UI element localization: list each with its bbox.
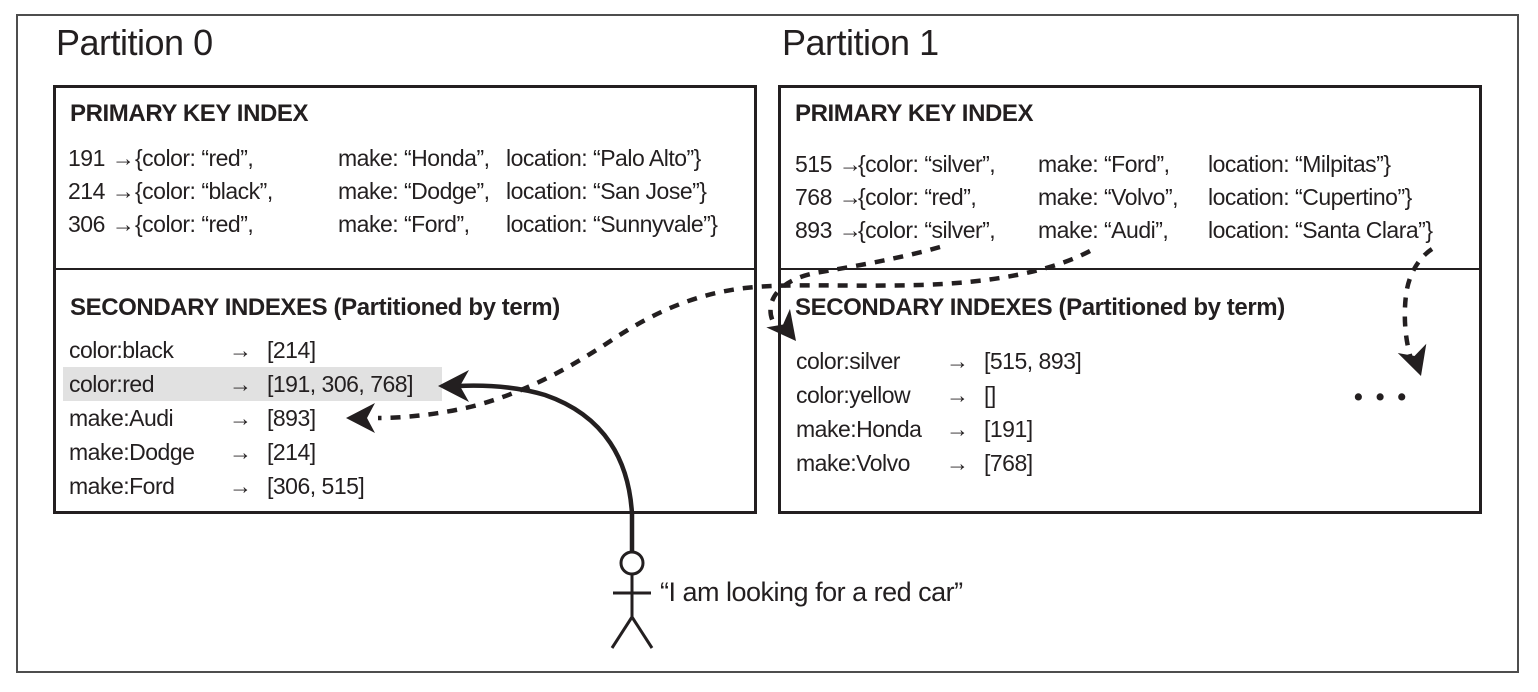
p0-secondary-index-title: SECONDARY INDEXES (Partitioned by term) <box>70 294 560 321</box>
maps-to-arrow: → <box>229 439 252 465</box>
table-row: make:Dodge → [214] <box>63 435 442 469</box>
maps-to-arrow: → <box>838 151 862 177</box>
maps-to-arrow: → <box>229 405 252 431</box>
si-postings: [515, 893] <box>984 348 1082 374</box>
si-postings: [768] <box>984 450 1033 476</box>
si-term: color:yellow <box>796 382 911 408</box>
pk-key: 306→ <box>68 208 135 241</box>
client-query-text: “I am looking for a red car” <box>660 577 963 607</box>
maps-to-arrow: → <box>946 382 969 408</box>
figure-frame <box>16 14 1519 673</box>
pk-key: 191→ <box>68 142 135 175</box>
pk-location-field: location: “Milpitas”} <box>1208 151 1391 177</box>
p1-primary-index-table: 515→ {color: “silver”, make: “Ford”, loc… <box>795 148 1475 247</box>
pk-location-field: location: “San Jose”} <box>506 178 707 204</box>
si-term: make:Volvo <box>796 450 910 476</box>
maps-to-arrow: → <box>111 211 135 237</box>
maps-to-arrow: → <box>111 178 135 204</box>
si-term: make:Audi <box>69 405 174 431</box>
table-row: 893→ {color: “silver”, make: “Audi”, loc… <box>795 214 1475 247</box>
section-divider <box>56 268 754 270</box>
table-row: 515→ {color: “silver”, make: “Ford”, loc… <box>795 148 1475 181</box>
si-term: color:black <box>69 337 174 363</box>
si-postings: [306, 515] <box>267 473 365 499</box>
key-value: 306 <box>68 211 105 237</box>
pk-make-field: make: “Ford”, <box>338 211 470 237</box>
pk-key: 214→ <box>68 175 135 208</box>
pk-key: 893→ <box>795 214 862 247</box>
table-row: 768→ {color: “red”, make: “Volvo”, locat… <box>795 181 1475 214</box>
maps-to-arrow: → <box>111 145 135 171</box>
p1-secondary-index-table: color:silver → [515, 893] color:yellow →… <box>790 344 1150 480</box>
other-partitions-ellipsis: • • • <box>1354 383 1410 411</box>
table-row: make:Volvo → [768] <box>790 446 1150 480</box>
si-term: color:silver <box>796 348 900 374</box>
table-row: 306→ {color: “red”, make: “Ford”, locati… <box>68 208 750 241</box>
pk-color-field: {color: “silver”, <box>858 151 996 177</box>
p1-primary-index-title: PRIMARY KEY INDEX <box>795 100 1034 127</box>
table-row: make:Honda → [191] <box>790 412 1150 446</box>
key-value: 214 <box>68 178 105 204</box>
si-term: make:Ford <box>69 473 175 499</box>
pk-color-field: {color: “silver”, <box>858 217 996 243</box>
pk-make-field: make: “Dodge”, <box>338 178 490 204</box>
key-value: 191 <box>68 145 105 171</box>
maps-to-arrow: → <box>946 416 969 442</box>
table-row: 214→ {color: “black”, make: “Dodge”, loc… <box>68 175 750 208</box>
key-value: 515 <box>795 151 832 177</box>
key-value: 768 <box>795 184 832 210</box>
table-row: make:Ford → [306, 515] <box>63 469 442 503</box>
pk-location-field: location: “Palo Alto”} <box>506 145 701 171</box>
si-term: make:Honda <box>796 416 922 442</box>
section-divider <box>781 268 1479 270</box>
maps-to-arrow: → <box>229 473 252 499</box>
table-row: color:silver → [515, 893] <box>790 344 1150 378</box>
si-postings: [214] <box>267 439 316 465</box>
table-row: color:black → [214] <box>63 333 442 367</box>
table-row: make:Audi → [893] <box>63 401 442 435</box>
partition-1-label: Partition 1 <box>782 22 939 63</box>
si-postings: [] <box>984 382 996 408</box>
pk-key: 768→ <box>795 181 862 214</box>
maps-to-arrow: → <box>946 450 969 476</box>
si-term: make:Dodge <box>69 439 195 465</box>
pk-make-field: make: “Audi”, <box>1038 217 1169 243</box>
partition-0-label: Partition 0 <box>56 22 213 63</box>
partition-0-box: PRIMARY KEY INDEX 191→ {color: “red”, ma… <box>53 85 757 514</box>
p1-secondary-index-title: SECONDARY INDEXES (Partitioned by term) <box>795 294 1285 321</box>
pk-location-field: location: “Cupertino”} <box>1208 184 1412 210</box>
maps-to-arrow: → <box>946 348 969 374</box>
pk-make-field: make: “Volvo”, <box>1038 184 1179 210</box>
maps-to-arrow: → <box>838 217 862 243</box>
maps-to-arrow: → <box>229 337 252 363</box>
si-term: color:red <box>69 371 154 397</box>
pk-make-field: make: “Ford”, <box>1038 151 1170 177</box>
p0-secondary-index-table: color:black → [214] color:red → [191, 30… <box>63 333 442 503</box>
si-postings: [214] <box>267 337 316 363</box>
partition-1-box: PRIMARY KEY INDEX 515→ {color: “silver”,… <box>778 85 1482 514</box>
pk-key: 515→ <box>795 148 862 181</box>
pk-color-field: {color: “red”, <box>135 145 254 171</box>
pk-make-field: make: “Honda”, <box>338 145 490 171</box>
pk-color-field: {color: “black”, <box>135 178 273 204</box>
key-value: 893 <box>795 217 832 243</box>
table-row: color:yellow → [] <box>790 378 1150 412</box>
maps-to-arrow: → <box>838 184 862 210</box>
si-postings: [893] <box>267 405 316 431</box>
si-postings: [191, 306, 768] <box>267 371 413 397</box>
table-row-highlighted: color:red → [191, 306, 768] <box>63 367 442 401</box>
si-postings: [191] <box>984 416 1033 442</box>
p0-primary-index-table: 191→ {color: “red”, make: “Honda”, locat… <box>68 142 750 241</box>
pk-color-field: {color: “red”, <box>135 211 254 237</box>
table-row: 191→ {color: “red”, make: “Honda”, locat… <box>68 142 750 175</box>
pk-location-field: location: “Santa Clara”} <box>1208 217 1433 243</box>
pk-location-field: location: “Sunnyvale”} <box>506 211 718 237</box>
maps-to-arrow: → <box>229 371 252 397</box>
pk-color-field: {color: “red”, <box>858 184 977 210</box>
p0-primary-index-title: PRIMARY KEY INDEX <box>70 100 309 127</box>
